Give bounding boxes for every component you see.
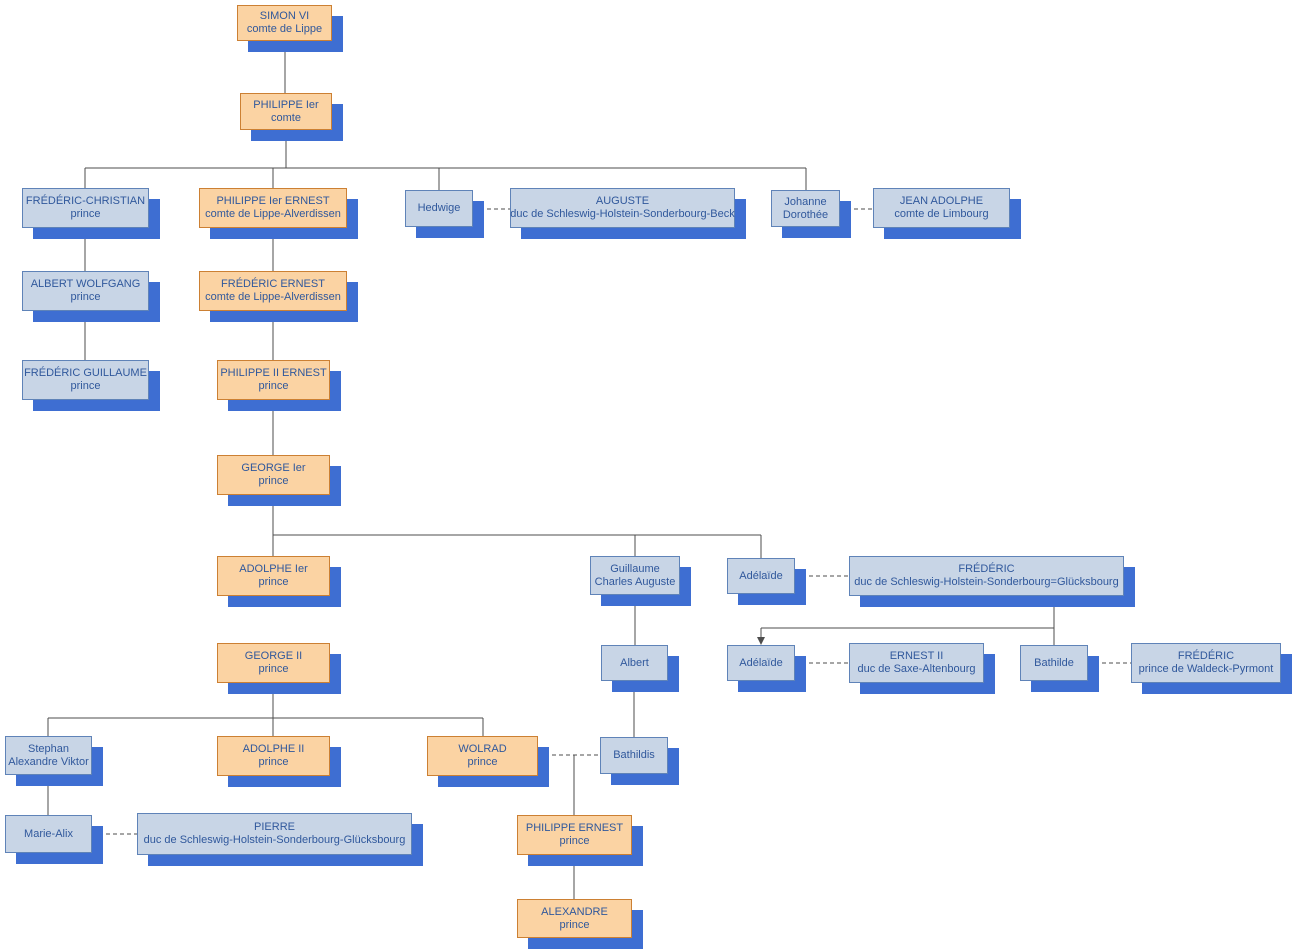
person-title: Dorothée [782,208,829,221]
person-node-albert[interactable]: Albert [601,645,668,681]
person-title: duc de Saxe-Altenbourg [857,663,976,675]
person-name: PIERRE [254,821,295,833]
person-name: Albert [620,656,649,669]
person-title: Charles Auguste [594,575,676,588]
person-name: FRÉDÉRIC GUILLAUME [24,367,147,379]
person-name: ADOLPHE Ier [239,563,308,575]
person-name: Hedwige [417,202,461,214]
person-title: comte de Lippe-Alverdissen [205,291,341,303]
person-name: FRÉDÉRIC ERNEST [221,278,325,290]
person-name: Bathilde [1034,656,1074,669]
person-name: PHILIPPE ERNEST [525,822,624,834]
person-title: prince [258,475,289,487]
person-node-hedwige[interactable]: Hedwige [405,190,473,227]
person-title: prince [70,291,101,303]
person-name: FRÉDÉRIC [1177,650,1235,662]
person-title: prince [258,756,289,768]
person-name: PHILIPPE Ier ERNEST [216,195,330,207]
person-node-adelaide-2[interactable]: Adélaïde [727,645,795,681]
person-title: prince [559,835,590,847]
person-title: duc de Schleswig-Holstein-Sonderbourg=Gl… [854,576,1119,588]
person-title: prince [258,380,289,392]
person-name: Adélaïde [739,656,783,669]
person-title: duc de Schleswig-Holstein-Sonderbourg-Be… [510,208,735,220]
person-node-marie-alix[interactable]: Marie-Alix [5,815,92,853]
person-name: Adélaïde [739,569,783,582]
person-name: WOLRAD [458,743,507,755]
person-name: FRÉDÉRIC [958,563,1015,575]
person-name: SIMON VI [259,10,310,22]
person-name: GEORGE II [244,650,303,662]
person-title: comte de Limbourg [894,208,989,220]
person-title: comte [271,111,301,124]
person-name: GEORGE Ier [241,462,306,474]
person-name: ALEXANDRE [541,905,608,918]
person-name: PHILIPPE II ERNEST [220,367,327,379]
person-node-adelaide[interactable]: Adélaïde [727,558,795,594]
person-name: JEAN ADOLPHE [899,195,984,207]
person-node-bathilde[interactable]: Bathilde [1020,645,1088,681]
person-title: Alexandre Viktor [8,755,89,768]
person-name: Guillaume [610,562,660,575]
person-title: prince [559,918,590,931]
person-title: prince [258,663,289,675]
person-name: PHILIPPE Ier [253,98,319,111]
person-name: FRÉDÉRIC-CHRISTIAN [25,195,146,207]
person-name: Bathildis [613,749,655,761]
person-name: Stephan [28,742,69,755]
person-title: comte de Lippe [246,23,323,35]
person-name: ERNEST II [889,650,944,662]
person-title: prince [70,380,101,392]
person-name: ADOLPHE II [242,743,305,755]
person-name: Marie-Alix [24,827,73,840]
person-title: prince [258,576,289,588]
arrowhead-down-icon [757,637,765,645]
person-title: prince de Waldeck-Pyrmont [1138,663,1274,675]
person-title: comte de Lippe-Alverdissen [205,208,341,220]
person-title: prince [70,208,101,220]
person-node-bathildis[interactable]: Bathildis [600,737,668,774]
person-title: duc de Schleswig-Holstein-Sonderbourg-Gl… [143,834,406,846]
person-name: ALBERT WOLFGANG [30,278,141,290]
person-name: AUGUSTE [595,195,650,207]
person-title: prince [467,756,498,768]
person-name: Johanne [784,195,827,208]
